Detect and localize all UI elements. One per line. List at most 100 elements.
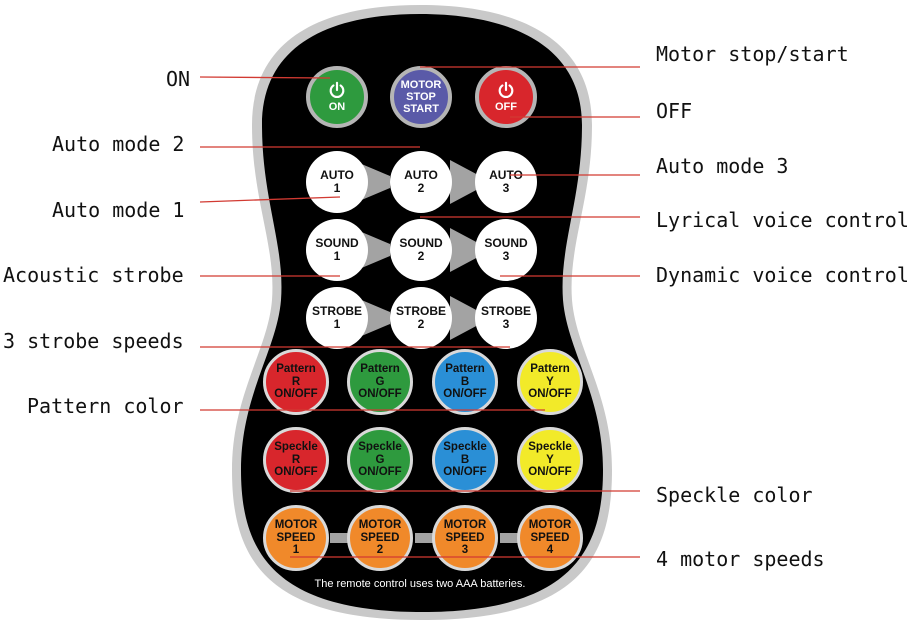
pattern-r-letter: R [291,375,301,388]
motor-line-2: STOP [406,91,436,103]
sound-2-label: SOUND [399,236,443,250]
sound-3-number: 3 [502,249,510,263]
speckle-y-letter: Y [546,453,554,466]
motor-stop-start-button[interactable]: MOTOR STOP START [390,66,452,128]
label-acoustic-strobe: Acoustic strobe [3,263,184,287]
speckle-g-label: Speckle [358,441,402,454]
sound-2-number: 2 [417,249,425,263]
motor-speed-2-line2: SPEED [360,531,400,544]
speckle-g-letter: G [375,453,385,466]
strobe-1-label: STROBE [311,304,362,318]
motor-speed-1-line2: SPEED [276,531,316,544]
motor-line-3: START [403,103,439,115]
power-icon [498,81,514,98]
motor-speed-3-number: 3 [461,544,469,557]
speckle-b-letter: B [460,453,470,466]
motor-speed-3-line1: MOTOR [443,519,487,532]
on-button-label: ON [328,100,346,113]
label-motor-stop-start: Motor stop/start [656,42,849,66]
strobe-3-label: STROBE [480,304,531,318]
auto-1-label: AUTO [320,168,354,182]
label-lyrical-voice-control: Lyrical voice control [656,208,909,232]
off-button[interactable]: OFF [475,66,537,128]
motor-speed-1-number: 1 [292,544,300,557]
speckle-y-onoff: ON/OFF [528,466,572,479]
speckle-g-onoff: ON/OFF [358,466,402,479]
pattern-y-onoff: ON/OFF [528,388,572,401]
pattern-g-letter: G [375,375,385,388]
pattern-g-label: Pattern [360,363,400,376]
label-auto-mode-3: Auto mode 3 [656,154,789,178]
label-pattern-color: Pattern color [27,394,184,418]
strobe-2-number: 2 [417,317,425,331]
power-icon [329,81,345,98]
speckle-r-onoff: ON/OFF [274,466,318,479]
speckle-b-onoff: ON/OFF [443,466,487,479]
sound-1-number: 1 [333,249,341,263]
speckle-y-label: Speckle [528,441,572,454]
label-off: OFF [656,99,693,123]
label-auto-mode-1: Auto mode 1 [52,198,185,222]
motor-line-1: MOTOR [400,79,442,91]
pattern-b-letter: B [460,375,470,388]
pattern-g-onoff: ON/OFF [358,388,402,401]
strobe-2-label: STROBE [395,304,446,318]
on-button[interactable]: ON [306,66,368,128]
speckle-r-label: Speckle [274,441,318,454]
speckle-b-label: Speckle [443,441,487,454]
motor-speed-1-line1: MOTOR [274,519,318,532]
label-auto-mode-2: Auto mode 2 [52,132,185,156]
auto-3-number: 3 [502,181,510,195]
label-dynamic-voice-control: Dynamic voice control [656,263,909,287]
auto-2-number: 2 [417,181,425,195]
motor-speed-2-line1: MOTOR [358,519,402,532]
motor-speed-4-line2: SPEED [530,531,570,544]
auto-1-number: 1 [333,181,341,195]
pattern-b-label: Pattern [445,363,485,376]
off-button-label: OFF [495,100,517,113]
pattern-r-label: Pattern [276,363,316,376]
motor-speed-4-line1: MOTOR [528,519,572,532]
label-motor-speeds: 4 motor speeds [656,547,825,571]
strobe-3-number: 3 [502,317,510,331]
label-strobe-speeds: 3 strobe speeds [3,329,184,353]
sound-1-label: SOUND [315,236,359,250]
strobe-1-number: 1 [333,317,341,331]
pattern-y-letter: Y [546,375,554,388]
motor-speed-4-number: 4 [546,544,554,557]
speckle-r-letter: R [291,453,301,466]
label-on: ON [166,67,191,91]
auto-3-label: AUTO [489,168,523,182]
pattern-b-onoff: ON/OFF [443,388,487,401]
motor-speed-2-number: 2 [376,544,384,557]
sound-3-label: SOUND [484,236,528,250]
auto-2-label: AUTO [404,168,438,182]
battery-note: The remote control uses two AAA batterie… [314,578,526,590]
motor-speed-3-line2: SPEED [445,531,485,544]
pattern-y-label: Pattern [530,363,570,376]
pattern-r-onoff: ON/OFF [274,388,318,401]
label-speckle-color: Speckle color [656,483,813,507]
